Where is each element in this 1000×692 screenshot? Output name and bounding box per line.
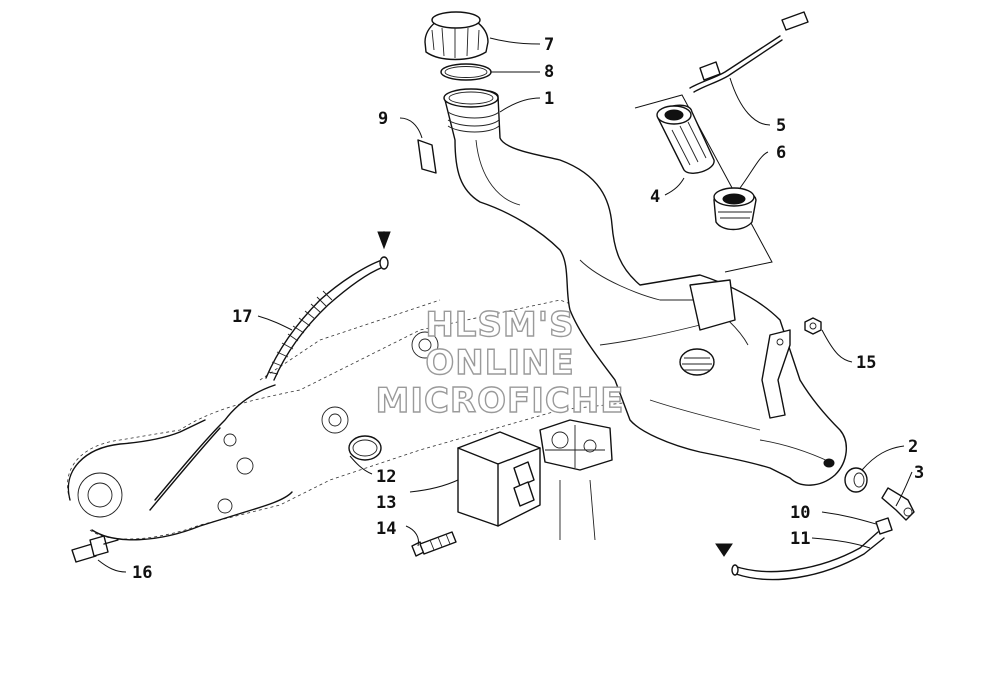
- callout-6: 6: [776, 143, 786, 163]
- fuel-hose: [715, 531, 885, 581]
- callout-16: 16: [132, 563, 152, 583]
- tank-bracket: [761, 329, 791, 419]
- bolt: [411, 531, 457, 557]
- hose-clamp: [348, 435, 382, 461]
- callout-8: 8: [544, 62, 554, 82]
- watermark-line-1: HLSM'S: [425, 305, 574, 345]
- frame-outline: [67, 299, 651, 541]
- callout-13: 13: [376, 493, 396, 513]
- nut: [804, 317, 822, 335]
- watermark-line-2: ONLINE: [425, 343, 574, 383]
- leader-lines: [97, 37, 913, 573]
- callout-12: 12: [376, 467, 396, 487]
- callout-4: 4: [650, 187, 660, 207]
- grommet: [844, 467, 868, 493]
- fuel-tank: [443, 88, 847, 486]
- callout-9: 9: [378, 109, 388, 129]
- callout-1: 1: [544, 89, 554, 109]
- elbow-fitting: [881, 487, 915, 521]
- watermark-line-3: MICROFICHE: [375, 381, 624, 421]
- fuel-pump: [539, 419, 613, 471]
- callout-labels: 7 8 1 9 5 6 4 15 2 3 10 11 12 13 14 16 1…: [132, 35, 924, 583]
- gasket-ring: [440, 63, 492, 81]
- sender-wire-harness: [689, 11, 809, 93]
- vent-hose: [265, 231, 391, 381]
- callout-10: 10: [790, 503, 810, 523]
- fuel-cap: [424, 11, 489, 61]
- callout-5: 5: [776, 116, 786, 136]
- decal: [417, 139, 437, 174]
- fuel-pump-cover: [457, 431, 541, 527]
- line-clamp: [875, 517, 893, 535]
- callout-17: 17: [232, 307, 252, 327]
- watermark: HLSM'S ONLINE MICROFICHE: [375, 304, 624, 421]
- callout-3: 3: [914, 463, 924, 483]
- callout-11: 11: [790, 529, 810, 549]
- callout-2: 2: [908, 437, 918, 457]
- callout-7: 7: [544, 35, 554, 55]
- callout-15: 15: [856, 353, 876, 373]
- callout-14: 14: [376, 519, 396, 539]
- hose-fitting: [71, 535, 119, 563]
- fuel-gauge-assembly: [634, 94, 773, 273]
